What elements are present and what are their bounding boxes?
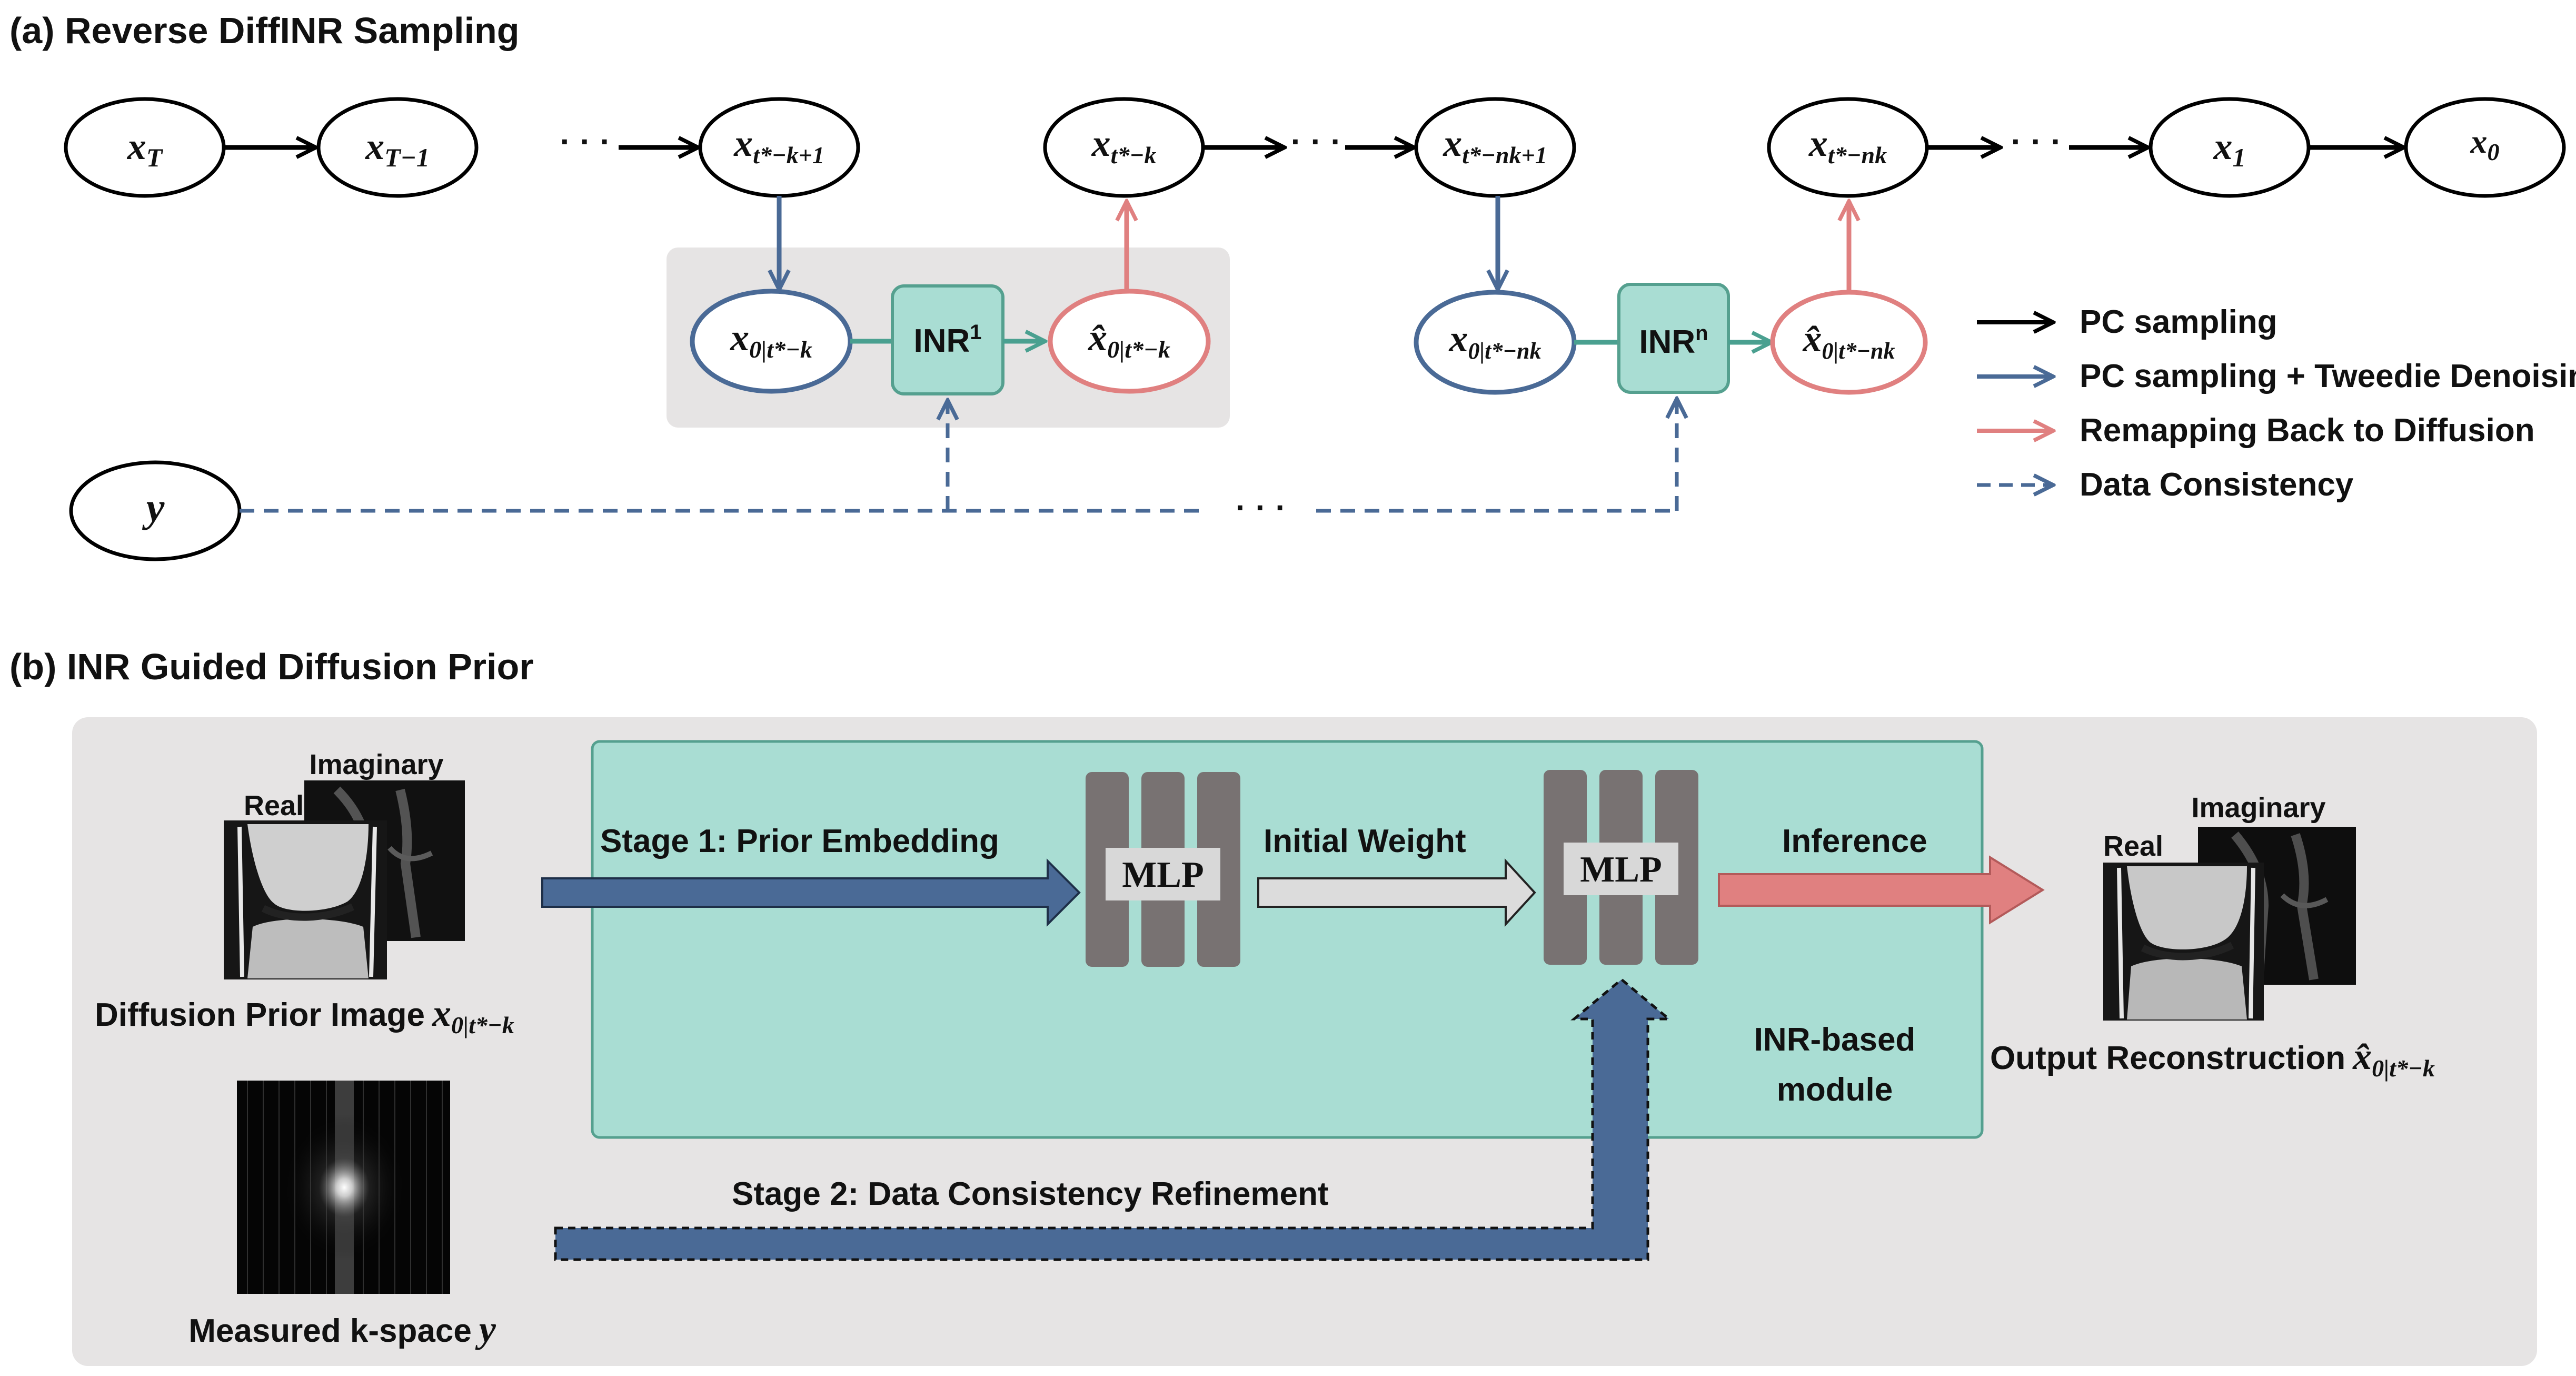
inference-label: Inference: [1782, 823, 1927, 859]
output-real-knee: [2117, 866, 2255, 1019]
output-real-label: Real: [2103, 830, 2163, 862]
legend: PC sampling PC sampling + Tweedie Denois…: [1977, 304, 2576, 503]
ellipsis-3: · · ·: [2011, 124, 2062, 160]
label-xhat-given-tstar-nk: x̂0|t*−nk: [1802, 318, 1895, 364]
mlp-block-1: MLP: [1086, 772, 1240, 967]
inrn-label: INRn: [1639, 322, 1708, 360]
mlp-block-2: MLP: [1544, 770, 1698, 965]
label-x0-given-tstar-nk: x0|t*−nk: [1448, 318, 1541, 364]
label-xhat-given-tstar-k: x̂0|t*−k: [1088, 316, 1170, 363]
label-x1: x1: [2213, 125, 2246, 172]
panel-b-title: (b) INR Guided Diffusion Prior: [9, 646, 533, 687]
module-label-line1: INR-based: [1754, 1022, 1916, 1058]
ellipsis-dashed: · · ·: [1236, 490, 1286, 526]
label-xT-1: xT−1: [365, 125, 430, 172]
prior-real-knee: [237, 824, 377, 978]
label-xT: xT: [127, 125, 164, 172]
label-x-tstar-k: xt*−k: [1091, 122, 1157, 169]
inr1-label: INR1: [913, 321, 981, 359]
node-xT-1: [316, 97, 479, 198]
legend-label-remap: Remapping Back to Diffusion: [2080, 412, 2535, 449]
legend-label-dc: Data Consistency: [2080, 467, 2354, 503]
node-xhat-given-tstar-k: [1048, 289, 1211, 394]
module-label-line2: module: [1777, 1072, 1893, 1108]
top-row-nodes: [64, 97, 2566, 198]
stage1-arrow: [541, 858, 1081, 927]
mlp-label-2: MLP: [1580, 849, 1662, 890]
initial-weight-arrow: [1257, 858, 1536, 927]
stage2-arrow: [554, 977, 1673, 1261]
data-consistency-dashed: [240, 399, 1677, 513]
label-x-tstar-nk: xt*−nk: [1808, 122, 1887, 169]
output-imag-label: Imaginary: [2191, 792, 2325, 824]
stage1-label: Stage 1: Prior Embedding: [600, 823, 999, 859]
label-y: y: [142, 484, 165, 530]
prior-real-label: Real: [244, 790, 304, 821]
label-x-tstar-k-plus1: xt*−k+1: [733, 122, 824, 169]
mlp-label-1: MLP: [1122, 855, 1204, 895]
ellipsis-1: · · ·: [560, 124, 611, 160]
initial-weight-label: Initial Weight: [1264, 823, 1466, 859]
panel-a-title: (a) Reverse DiffINR Sampling: [9, 10, 520, 51]
inference-arrow: [1718, 855, 2045, 925]
inrn-block: [1617, 283, 1730, 394]
legend-label-pc: PC sampling: [2080, 304, 2277, 340]
inr-module: [591, 740, 1984, 1139]
label-x0: x0: [2470, 123, 2500, 165]
label-x0-given-tstar-k: x0|t*−k: [730, 316, 812, 363]
legend-label-tweedie: PC sampling + Tweedie Denoising: [2080, 358, 2576, 394]
stage2-label: Stage 2: Data Consistency Refinement: [732, 1176, 1329, 1212]
prior-imag-label: Imaginary: [309, 749, 443, 780]
label-x-tstar-nk-plus1: xt*−nk+1: [1443, 122, 1547, 169]
ellipsis-2: · · ·: [1291, 124, 1341, 160]
